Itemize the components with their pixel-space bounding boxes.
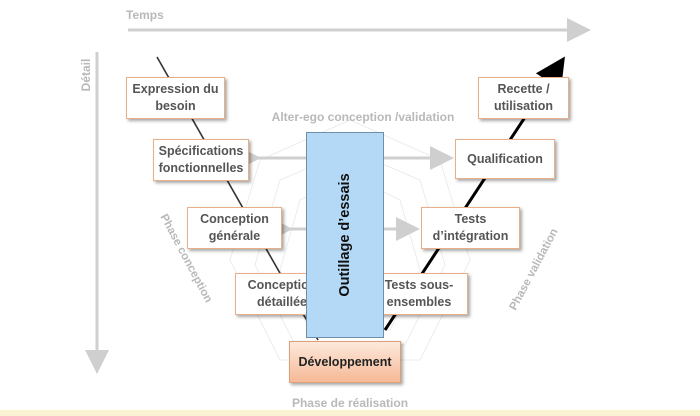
tooling-label: Outillage d’essais (337, 173, 353, 297)
phase-realisation-label: Phase de réalisation (291, 396, 409, 410)
box-line: Tests sous- (384, 278, 454, 292)
box-line: Recette / (497, 82, 550, 96)
time-axis-label: Temps (126, 8, 164, 22)
box-specifications: Spécifications fonctionnelles (153, 139, 249, 181)
box-line: fonctionnelles (158, 161, 244, 175)
alter-ego-label: Alter-ego conception /validation (271, 110, 455, 124)
box-tests-integration: Tests d’intégration (421, 207, 520, 249)
box-line: Tests (454, 212, 487, 226)
box-conception-generale: Conception générale (187, 207, 282, 249)
box-recette: Recette / utilisation (478, 77, 569, 119)
box-tests-sous-ensembles: Tests sous-ensembles (370, 273, 468, 315)
box-line: Développement (298, 354, 392, 369)
box-line: générale (208, 229, 261, 243)
box-expression-besoin: Expression du besoin (126, 77, 225, 119)
box-line: détaillée (256, 295, 308, 309)
box-line: Expression du (132, 82, 219, 96)
box-line: ensembles (386, 295, 452, 309)
box-line: utilisation (493, 99, 554, 113)
box-line: Spécifications (158, 144, 244, 158)
box-developpement: Développement (289, 341, 401, 383)
box-line: Conception (200, 212, 269, 226)
box-line: Qualification (467, 151, 543, 166)
box-qualification: Qualification (455, 139, 555, 179)
box-line: d’intégration (432, 229, 509, 243)
detail-axis-label: Détail (79, 58, 93, 92)
tooling-box (306, 132, 384, 338)
box-line: besoin (155, 99, 196, 113)
bottom-strip (0, 410, 700, 416)
box-line: Conception (247, 278, 317, 292)
